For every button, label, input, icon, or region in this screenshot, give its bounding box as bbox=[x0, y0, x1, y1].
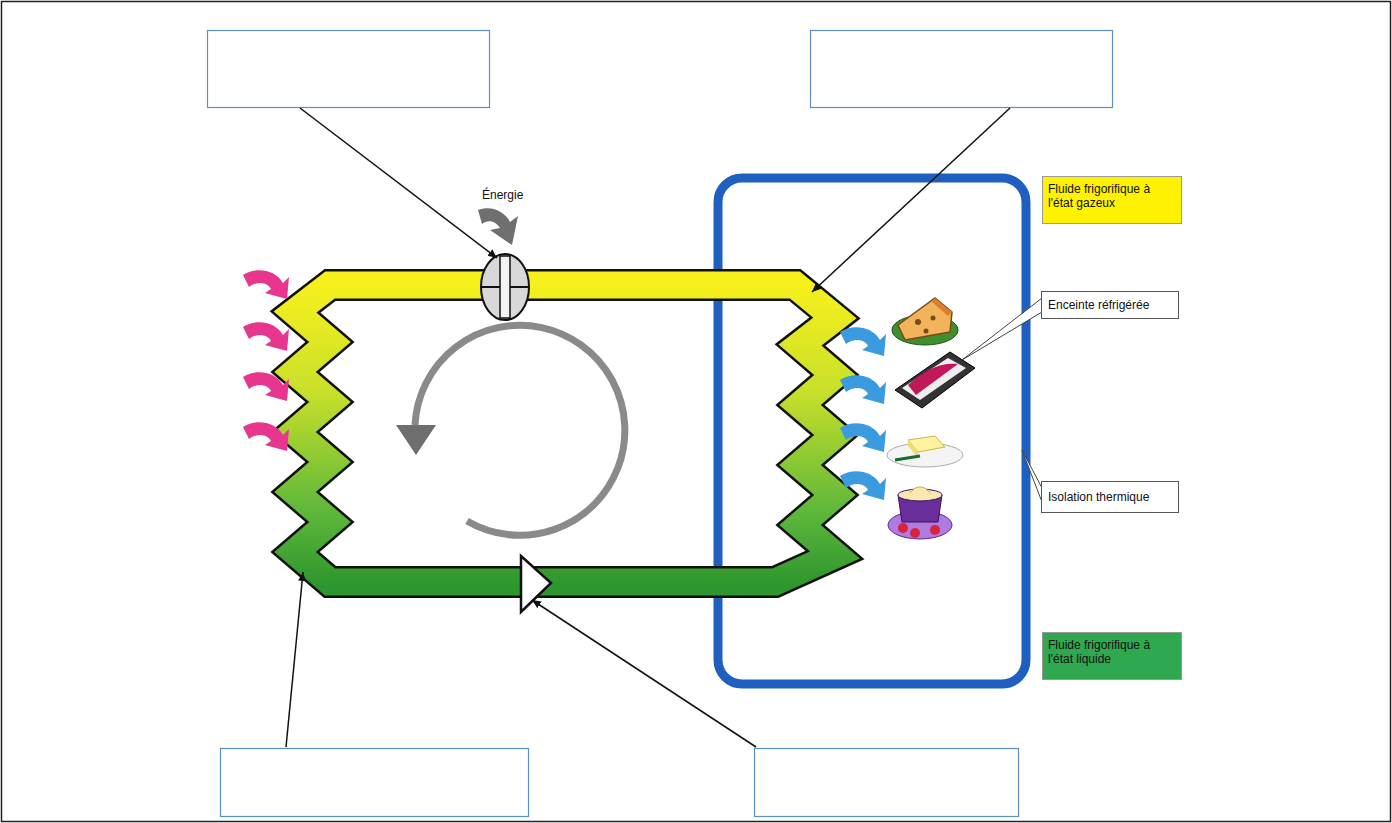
callout-box: Enceinte réfrigérée bbox=[1041, 291, 1179, 319]
heat-in-arrows bbox=[840, 327, 886, 500]
legend-text: Fluide frigorifique à l'état liquide bbox=[1048, 638, 1176, 666]
blank-box bbox=[811, 31, 1113, 108]
energy-arrow bbox=[478, 208, 518, 245]
heat-out-arrows bbox=[243, 270, 289, 451]
meat-icon bbox=[895, 352, 975, 408]
butter-icon bbox=[887, 436, 963, 467]
dessert-icon bbox=[888, 487, 952, 539]
callout-tail bbox=[962, 298, 1042, 360]
cheese-icon bbox=[892, 298, 958, 345]
leader-line bbox=[300, 108, 497, 258]
callout-box: Isolation thermique bbox=[1041, 481, 1179, 513]
callout-text: Isolation thermique bbox=[1048, 490, 1172, 504]
energy-label: Énergie bbox=[482, 188, 523, 202]
blank-box bbox=[208, 31, 490, 108]
leader-line bbox=[532, 600, 756, 747]
blank-box bbox=[221, 749, 529, 817]
expansion-valve-symbol bbox=[521, 556, 551, 612]
blank-box bbox=[755, 749, 1019, 817]
callout-text: Enceinte réfrigérée bbox=[1048, 298, 1172, 312]
cycle-arrow bbox=[415, 325, 625, 535]
callout-tail bbox=[1022, 450, 1042, 502]
legend-swatch: Fluide frigorifique à l'état liquide bbox=[1042, 632, 1182, 680]
pipe bbox=[295, 285, 835, 582]
leader-line bbox=[286, 572, 303, 747]
compressor-symbol bbox=[481, 254, 529, 320]
pipe-outline bbox=[295, 285, 835, 582]
leader-line bbox=[812, 108, 1010, 292]
legend-swatch: Fluide frigorifique à l'état gazeux bbox=[1042, 176, 1182, 224]
legend-text: Fluide frigorifique à l'état gazeux bbox=[1048, 182, 1176, 210]
fridge-wall bbox=[718, 178, 1026, 684]
